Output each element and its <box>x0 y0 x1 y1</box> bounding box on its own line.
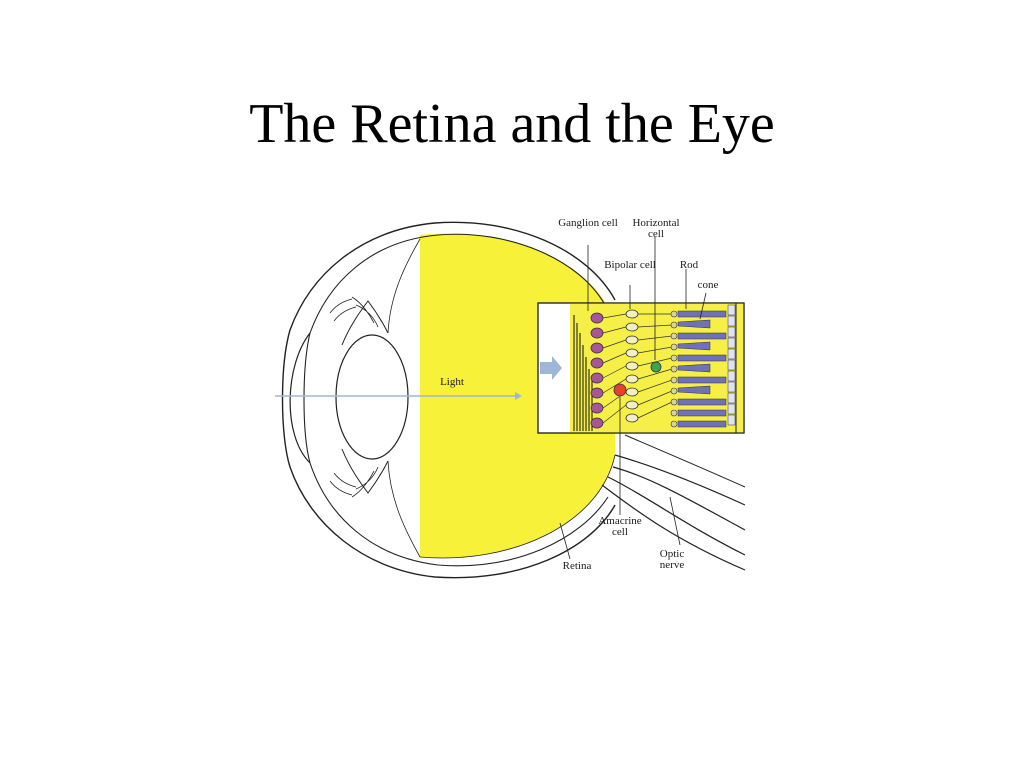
retina-inset <box>537 302 745 434</box>
label-amacrine-cell: Amacrine cell <box>598 515 642 538</box>
pigment-epithelium <box>727 304 736 426</box>
label-horizontal-cell: Horizontal cell <box>632 217 680 240</box>
inset-light-arrow <box>540 356 562 380</box>
cornea <box>289 332 311 464</box>
sclera-inner <box>303 234 609 567</box>
leader-lines <box>559 237 707 560</box>
label-cone: cone <box>697 279 719 291</box>
sclera-top <box>437 233 606 306</box>
label-retina: Retina <box>562 560 592 572</box>
bipolar-cells <box>625 309 639 423</box>
lens <box>335 334 409 460</box>
label-ganglion-cell: Ganglion cell <box>558 217 618 229</box>
eye-illustration <box>275 221 746 579</box>
amacrine-cell <box>613 383 627 397</box>
sclera-top-outer <box>434 221 616 301</box>
slide-title: The Retina and the Eye <box>249 93 775 155</box>
sclera-outer <box>281 222 616 579</box>
horizontal-cell <box>650 361 662 373</box>
label-bipolar-cell: Bipolar cell <box>604 259 656 271</box>
label-light: Light <box>440 376 464 388</box>
retina-layer <box>419 454 616 559</box>
label-rod: Rod <box>679 259 699 271</box>
eye-retina-diagram: Ganglion cell Horizontal cell Bipolar ce… <box>270 205 760 595</box>
optic-nerve <box>614 454 746 506</box>
iris-bottom <box>341 448 389 494</box>
label-optic-nerve: Optic nerve <box>659 548 685 571</box>
iris-top <box>341 300 389 346</box>
photoreceptors <box>677 310 727 428</box>
